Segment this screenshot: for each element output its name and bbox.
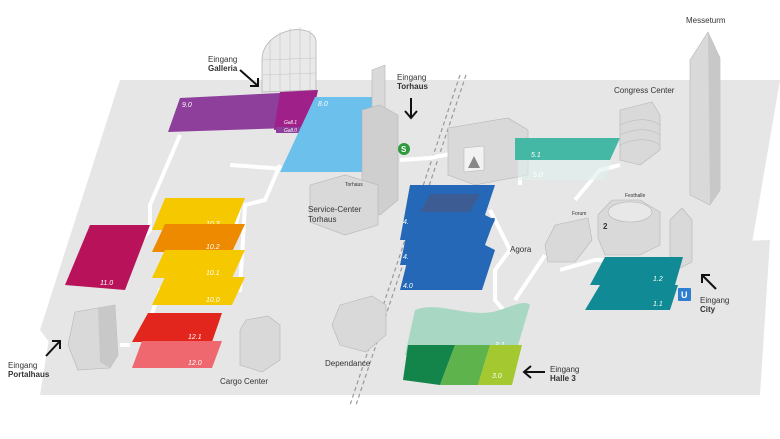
ubahn-station-icon[interactable]: [678, 288, 691, 301]
entrance-galleria-line1: Eingang: [208, 55, 237, 64]
hall-4-2-roof: [420, 194, 480, 212]
arrow-city-icon: [701, 274, 717, 290]
hall-4-1-label: 4.1: [403, 254, 413, 261]
hall-12-1-label: 12.1: [188, 334, 202, 341]
dependance-label: Dependance: [325, 359, 371, 368]
hall-4-0-label: 4.0: [403, 283, 413, 290]
hall-5-1[interactable]: [515, 138, 620, 160]
torhaus-label: Torhaus: [345, 182, 363, 188]
hall-10-0[interactable]: [152, 277, 245, 305]
hall-10-3[interactable]: [152, 198, 245, 230]
forum-label: Forum: [572, 211, 586, 217]
entrance-torhaus-line1: Eingang: [397, 73, 426, 82]
hall-4-2-label: 4.2: [403, 219, 413, 226]
agora-label: Agora: [510, 245, 532, 254]
hall-11-0[interactable]: [65, 225, 150, 290]
festhalle-building: [597, 199, 661, 256]
hall-5-1-label: 5.1: [531, 152, 541, 159]
entrance-halle3-line2: Halle 3: [550, 374, 576, 383]
hall-10-1-label: 10.1: [206, 270, 220, 277]
entrance-galleria-line2: Galleria: [208, 64, 238, 73]
hall-12-0[interactable]: [132, 341, 222, 368]
dependance-building: [331, 295, 387, 353]
entrance-city-line1: Eingang: [700, 296, 729, 305]
arrow-galleria-icon: [239, 69, 259, 87]
hall-11-0-label: 11.0: [100, 280, 113, 287]
galleria-0-label: Gall.0: [284, 128, 297, 134]
hall-9-0-label: 9.0: [182, 102, 192, 109]
entrance-city-line2: City: [700, 305, 716, 314]
arrow-portalhaus-icon: [45, 340, 61, 357]
arrow-torhaus-icon: [404, 98, 418, 120]
hall-8-0-label: 8.0: [318, 101, 328, 108]
sbahn-station-icon[interactable]: [398, 143, 410, 155]
congress-center-label: Congress Center: [614, 86, 675, 95]
cargo-center-building: [239, 315, 281, 373]
hall-9-0[interactable]: [168, 92, 300, 132]
ubahn-label: U: [681, 290, 688, 300]
cargo-center-label: Cargo Center: [220, 377, 268, 386]
hall-10-0-label: 10.0: [206, 297, 220, 304]
hall-10-2-label: 10.2: [206, 244, 220, 251]
hall-10-1[interactable]: [152, 250, 245, 278]
hall-1-1-label: 1.1: [653, 301, 663, 308]
entrance-halle3-line1: Eingang: [550, 365, 579, 374]
galleria-1-label: Gall.1: [284, 120, 297, 126]
hall-3-0-east[interactable]: [478, 345, 522, 385]
congress-center-building: [619, 101, 661, 166]
hall-3-0-west[interactable]: [403, 345, 455, 385]
galleria-level-0[interactable]: [276, 127, 308, 133]
railway-line-2: [355, 74, 467, 406]
hall-5-0: [518, 160, 612, 180]
hall-1-1[interactable]: [585, 285, 678, 310]
entrance-portalhaus-line1: Eingang: [8, 361, 37, 370]
hall-1-2-label: 1.2: [653, 276, 663, 283]
hall-4-0[interactable]: [400, 250, 495, 290]
hall-1-2[interactable]: [590, 257, 683, 285]
hall-12-1[interactable]: [132, 313, 222, 342]
messeturm-building: [689, 31, 721, 206]
service-center-label-1: Service-Center: [308, 205, 362, 214]
hall-3-1-roof[interactable]: [405, 302, 530, 355]
forum-building: [544, 217, 593, 263]
hall-8-0[interactable]: [280, 97, 375, 172]
festhalle-number: 2: [603, 222, 608, 231]
torhaus-building: [309, 64, 399, 236]
hall-5-0-label: 5.0: [533, 172, 543, 179]
hall-6-building: [447, 117, 529, 186]
hall-3-0-label: 3.0: [492, 373, 502, 380]
entrance-portalhaus-line2: Portalhaus: [8, 370, 50, 379]
festhalle-label: Festhalle: [625, 193, 646, 199]
messeturm-label: Messeturm: [686, 16, 726, 25]
galleria-building: [261, 27, 317, 93]
entrance-torhaus-line2: Torhaus: [397, 82, 429, 91]
service-center-label-2: Torhaus: [308, 215, 336, 224]
sbahn-label: S: [401, 145, 407, 154]
arrow-halle3-icon: [522, 365, 545, 379]
hall-3-0-middle[interactable]: [440, 345, 490, 385]
hall-12-0-label: 12.0: [188, 360, 202, 367]
hall-10-2[interactable]: [152, 224, 245, 252]
portalhaus-building: [67, 304, 119, 371]
